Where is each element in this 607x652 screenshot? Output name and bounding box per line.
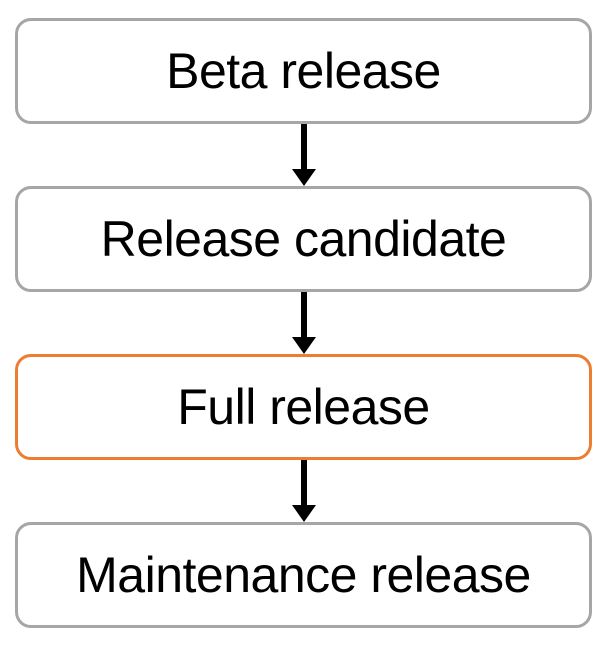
arrow-head (291, 169, 316, 186)
arrow-head (291, 505, 316, 522)
flow-node-beta-release: Beta release (15, 18, 592, 124)
arrow-shaft (300, 292, 307, 337)
arrow-shaft (300, 460, 307, 505)
flow-node-maintenance-release: Maintenance release (15, 522, 592, 628)
node-label-beta-release: Beta release (166, 43, 441, 99)
arrow-head (291, 337, 316, 354)
release-flow-diagram: Beta release Release candidate Full rele… (15, 18, 592, 628)
arrow-down-icon (291, 292, 316, 354)
arrow-shaft (300, 124, 307, 169)
flow-node-release-candidate: Release candidate (15, 186, 592, 292)
node-label-release-candidate: Release candidate (100, 211, 507, 267)
flow-node-full-release: Full release (15, 354, 592, 460)
arrow-down-icon (291, 124, 316, 186)
arrow-down-icon (291, 460, 316, 522)
node-label-full-release: Full release (177, 379, 430, 435)
node-label-maintenance-release: Maintenance release (76, 547, 531, 603)
